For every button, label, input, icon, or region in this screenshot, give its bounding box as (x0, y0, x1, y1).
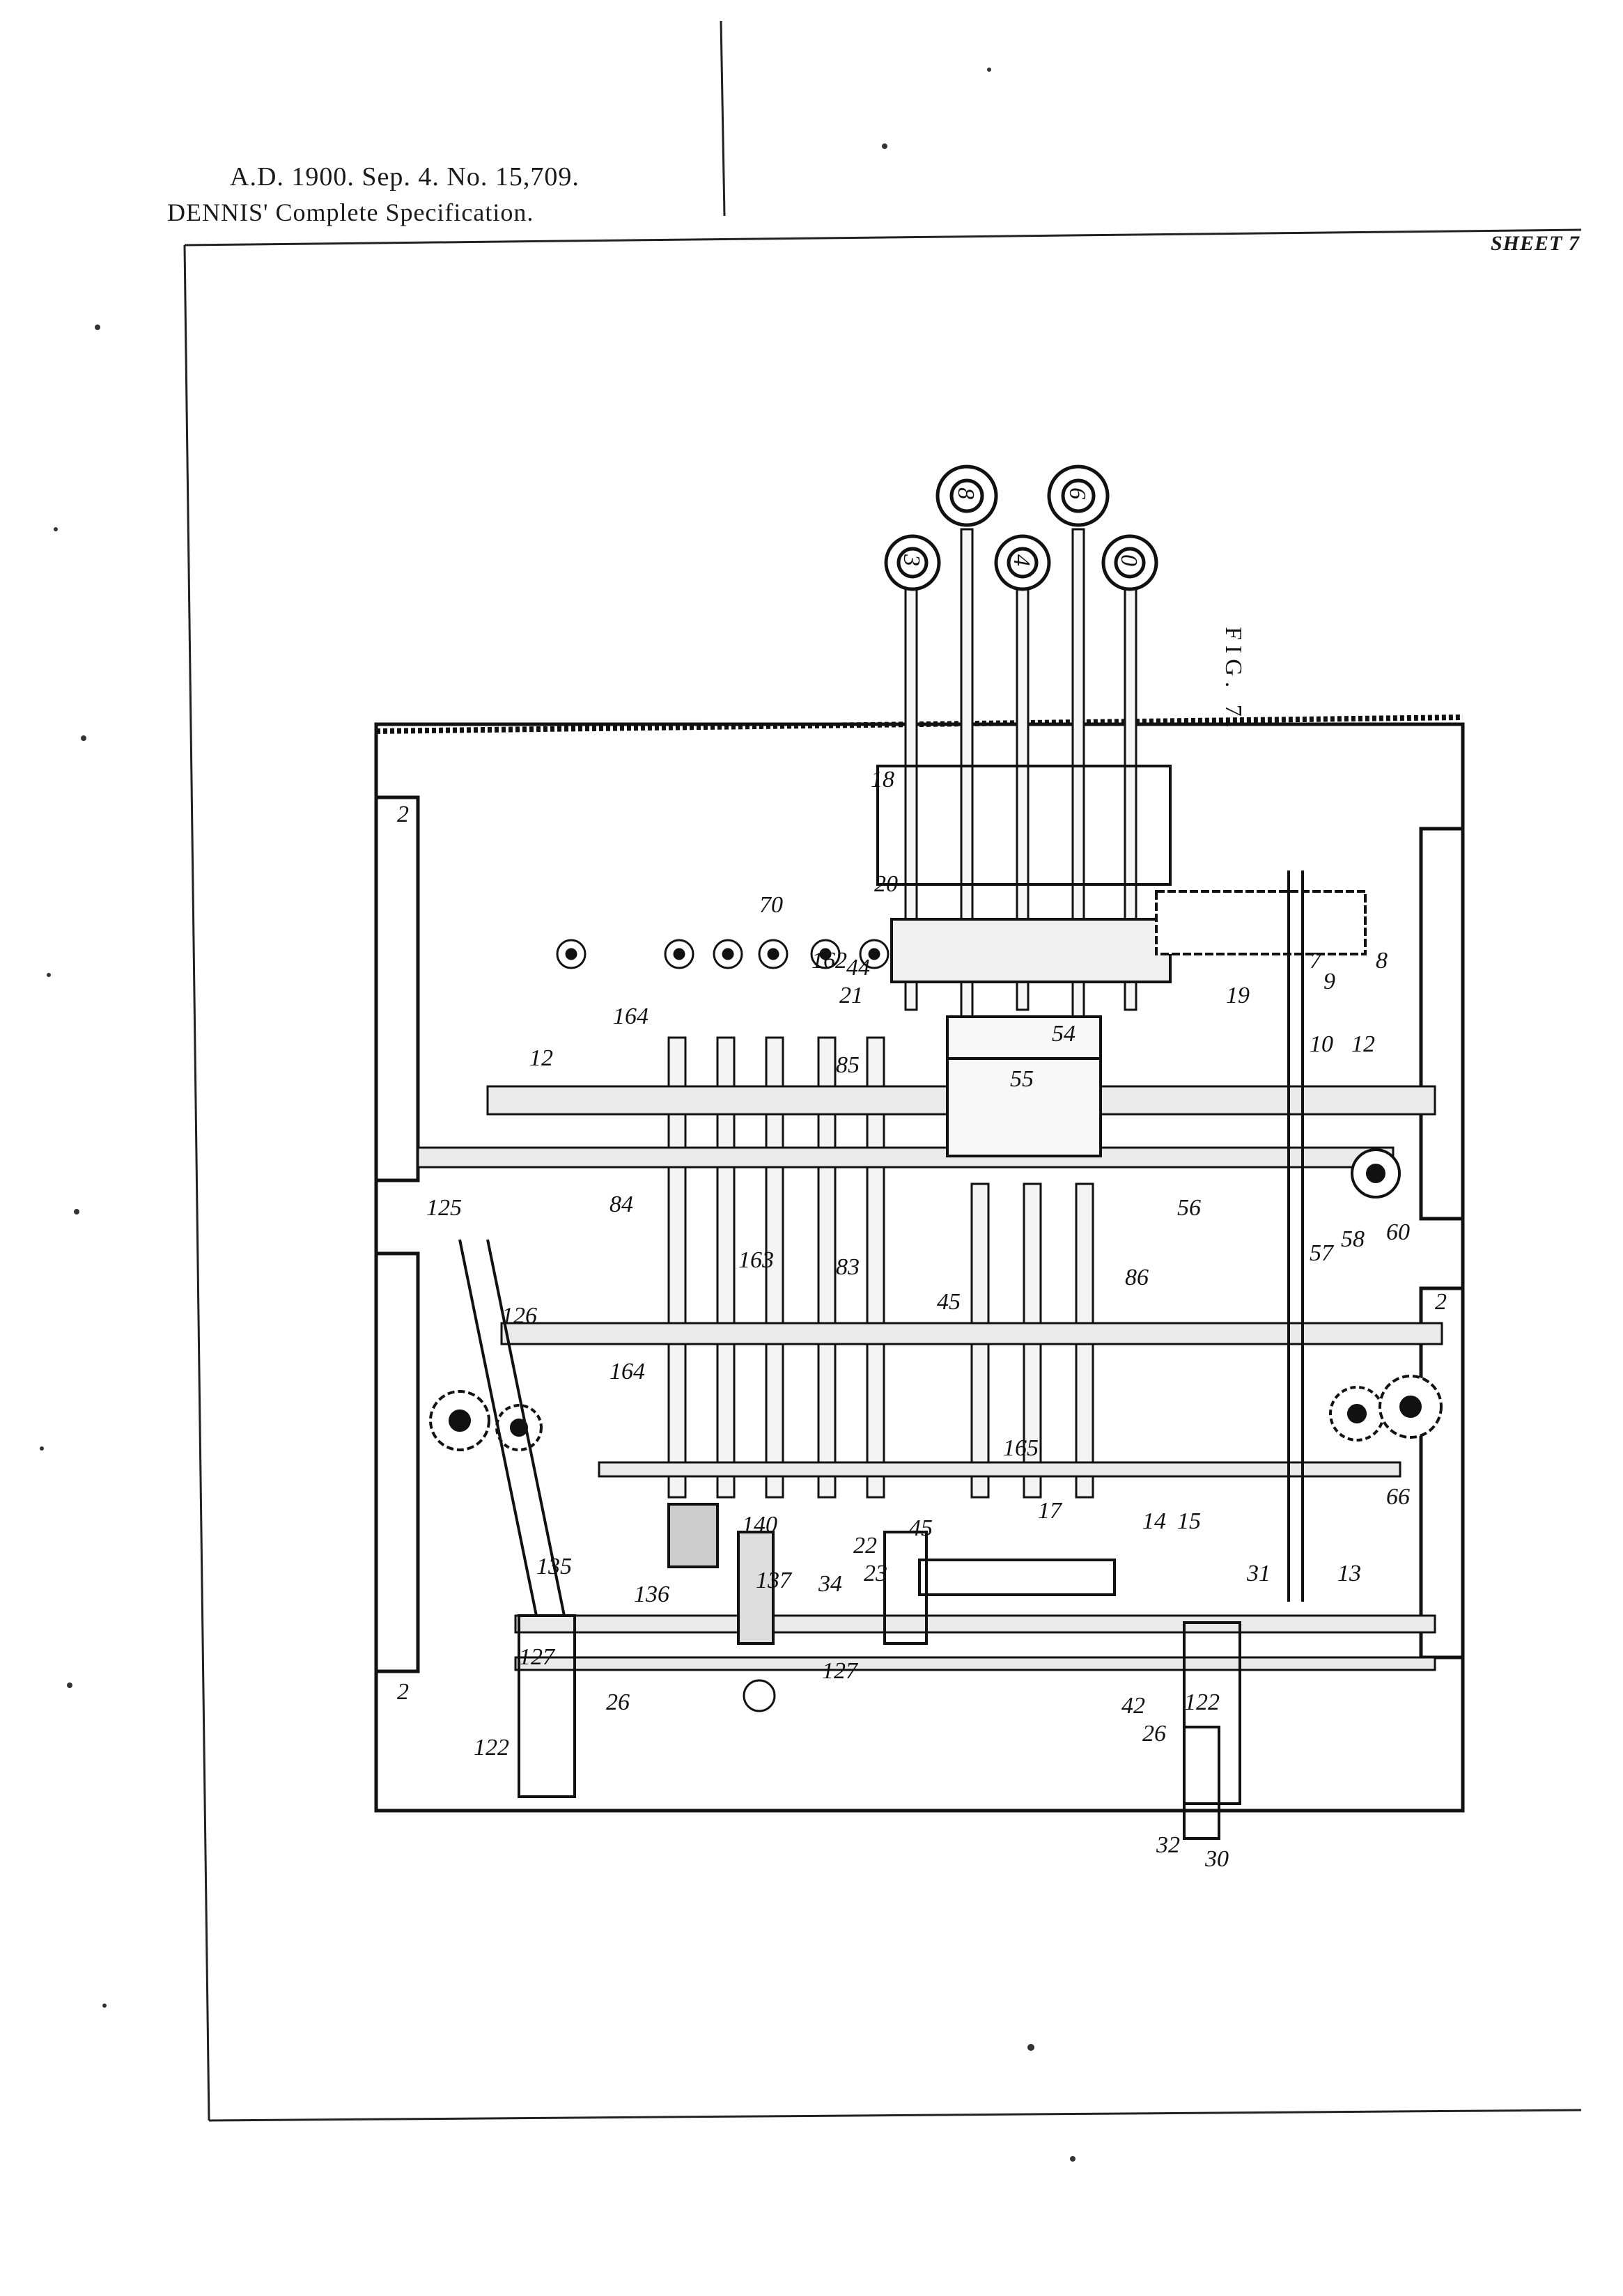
part-label: 137 (756, 1568, 793, 1593)
part-label: 136 (634, 1582, 669, 1607)
part-label: 23 (864, 1561, 887, 1586)
part-label: 122 (1184, 1689, 1220, 1715)
part-label: 55 (1010, 1066, 1034, 1092)
key-button-labels: 3 8 6 4 0 (899, 487, 1142, 566)
part-label: 127 (822, 1658, 859, 1684)
part-label: 31 (1246, 1561, 1271, 1586)
part-label: 45 (909, 1515, 933, 1541)
part-label: 15 (1177, 1508, 1201, 1534)
part-label: 125 (426, 1195, 462, 1221)
part-label: 163 (738, 1247, 774, 1273)
part-label: 126 (502, 1303, 537, 1329)
part-label: 32 (1156, 1832, 1180, 1858)
part-label: 12 (529, 1045, 553, 1071)
part-label: 54 (1052, 1021, 1075, 1047)
part-label: 122 (474, 1735, 509, 1760)
specification-title: DENNIS' Complete Specification. (167, 198, 534, 226)
part-label: 127 (519, 1644, 556, 1670)
part-label: 162 (812, 948, 847, 974)
part-label: 66 (1386, 1484, 1410, 1510)
part-label: 42 (1121, 1693, 1145, 1719)
button-label: 3 (899, 554, 924, 566)
sheet-number: SHEET 7 (1491, 232, 1580, 255)
part-label: 83 (836, 1254, 860, 1280)
part-label: 86 (1125, 1265, 1149, 1290)
part-label: 18 (871, 767, 894, 792)
specification-number: A.D. 1900. Sep. 4. No. 15,709. (230, 162, 580, 192)
part-label: 26 (606, 1689, 630, 1715)
page-border (183, 20, 1582, 2122)
lower-linkage (458, 1239, 1241, 1840)
part-label: 165 (1003, 1435, 1039, 1461)
part-label: 2 (397, 1679, 409, 1705)
part-label: 85 (836, 1052, 860, 1078)
part-label: 8 (1376, 948, 1388, 974)
part-label: 70 (759, 892, 783, 918)
key-housing (876, 765, 1172, 1157)
button-label: 8 (953, 487, 979, 499)
part-label: 22 (853, 1533, 877, 1559)
part-label: 17 (1038, 1498, 1063, 1524)
key-stems (904, 528, 1137, 1018)
part-label: 14 (1142, 1508, 1166, 1534)
part-label: 10 (1310, 1031, 1333, 1057)
part-label: 2 (397, 802, 409, 827)
part-label: 164 (609, 1359, 645, 1384)
gear-group (429, 870, 1443, 1602)
part-label: 57 (1310, 1240, 1335, 1266)
part-label: 56 (1177, 1195, 1201, 1221)
part-label: 34 (818, 1571, 842, 1597)
part-label: 135 (536, 1554, 572, 1579)
part-label: 44 (846, 955, 870, 981)
button-label: 0 (1116, 554, 1142, 566)
part-label: 60 (1386, 1219, 1410, 1245)
part-label: 2 (1435, 1289, 1447, 1315)
part-label: 140 (742, 1512, 777, 1538)
machine-frame (374, 714, 1465, 1813)
part-label: 9 (1323, 969, 1335, 994)
part-label: 45 (937, 1289, 961, 1315)
part-label: 30 (1204, 1846, 1229, 1872)
button-label: 4 (1009, 554, 1034, 566)
boss-holes (556, 939, 890, 1712)
part-label: 7 (1310, 948, 1323, 974)
scan-specks (40, 68, 1075, 2162)
part-label: 12 (1351, 1031, 1375, 1057)
part-labels: 2 2 2 7 8 9 10 12 12 13 14 15 17 18 19 2… (397, 767, 1447, 1872)
button-label: 6 (1064, 487, 1090, 499)
part-label: 13 (1337, 1561, 1361, 1586)
figure-title: FIG. 7. (1220, 627, 1246, 733)
part-label: 20 (874, 871, 898, 897)
part-label: 164 (613, 1003, 649, 1029)
key-buttons (884, 464, 1158, 591)
part-label: 19 (1226, 983, 1250, 1008)
part-label: 21 (839, 983, 863, 1008)
part-label: 26 (1142, 1721, 1166, 1747)
part-label: 84 (609, 1192, 633, 1217)
part-label: 58 (1341, 1226, 1365, 1252)
